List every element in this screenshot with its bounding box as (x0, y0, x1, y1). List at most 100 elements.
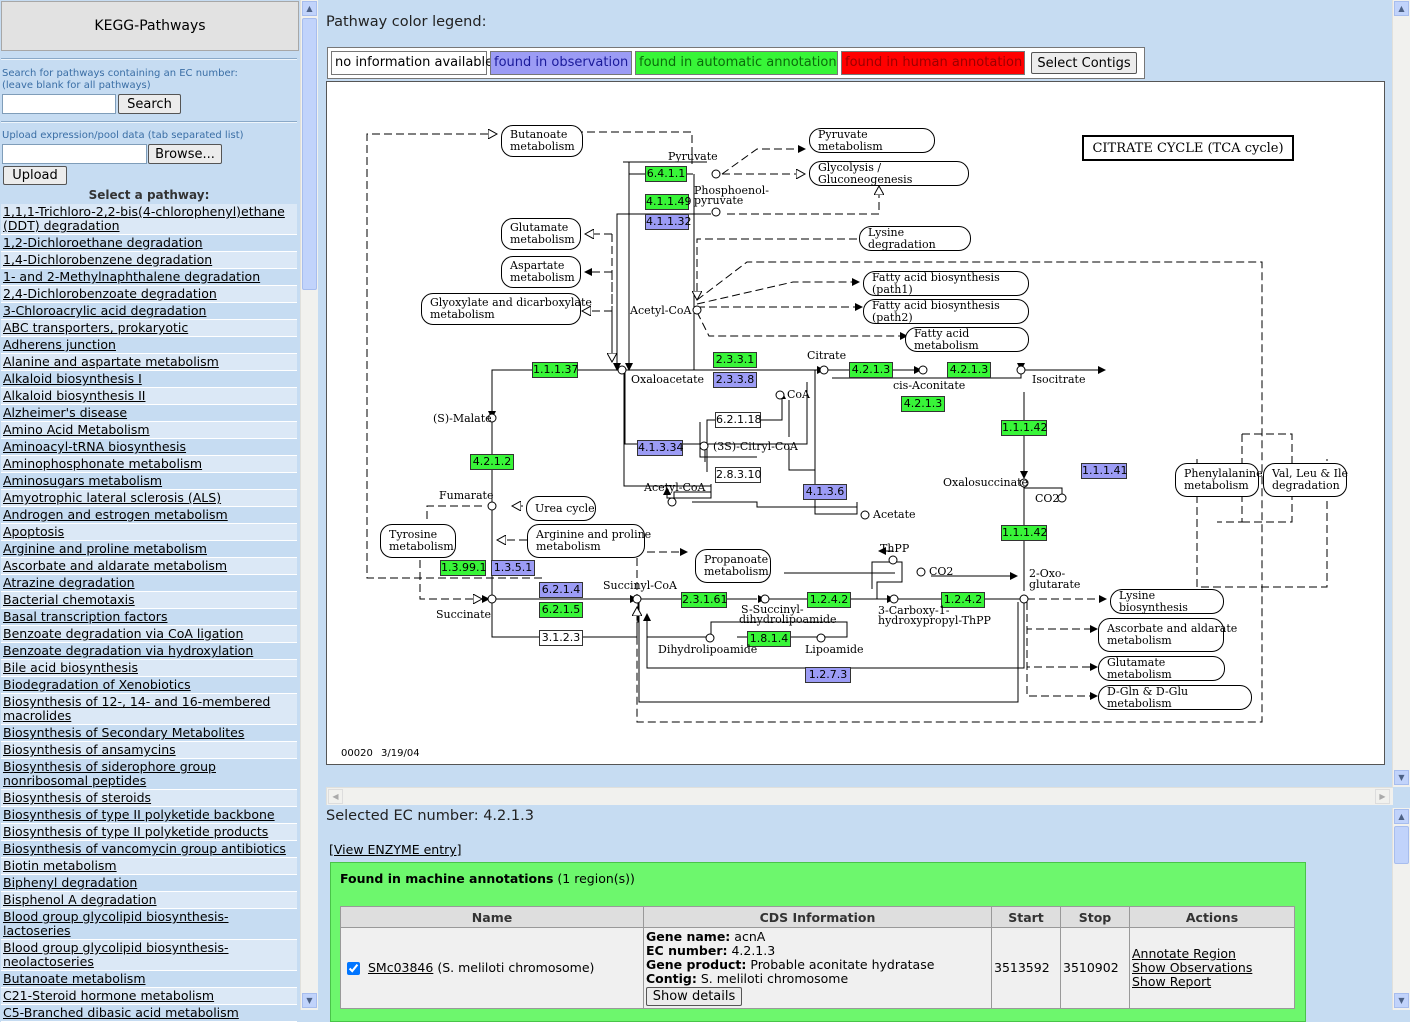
pathway-link[interactable]: Biotin metabolism (1, 858, 297, 875)
enzyme-box[interactable]: 1.2.4.2 (941, 592, 985, 608)
pathway-link[interactable]: 1,2-Dichloroethane degradation (1, 235, 297, 252)
enzyme-box[interactable]: 2.8.3.10 (715, 467, 762, 483)
enzyme-box[interactable]: 1.3.99.1 (440, 560, 487, 576)
pathway-link[interactable]: Bacterial chemotaxis (1, 592, 297, 609)
pathway-link-lysine-biosynthesis[interactable]: Lysine biosynthesis (1110, 589, 1224, 614)
scrollbar-thumb[interactable] (1394, 826, 1409, 864)
scroll-left-icon[interactable]: ◀ (328, 789, 343, 804)
ec-search-input[interactable] (2, 94, 116, 114)
scrollbar-thumb[interactable] (302, 18, 317, 290)
pathway-link[interactable]: Biosynthesis of type II polyketide produ… (1, 824, 297, 841)
pathway-link[interactable]: Alkaloid biosynthesis II (1, 388, 297, 405)
pathway-link[interactable]: Apoptosis (1, 524, 297, 541)
scroll-up-icon[interactable]: ▲ (1394, 809, 1409, 824)
pathway-link[interactable]: Arginine and proline metabolism (1, 541, 297, 558)
pathway-link[interactable]: Bile acid biosynthesis (1, 660, 297, 677)
pathway-link[interactable]: Biosynthesis of type II polyketide backb… (1, 807, 297, 824)
enzyme-box[interactable]: 6.2.1.4 (539, 582, 583, 598)
enzyme-box[interactable]: 1.2.7.3 (805, 667, 851, 683)
annotate-region-link[interactable]: Annotate Region (1132, 946, 1236, 961)
pathway-link-fatty-acid-metabolism[interactable]: Fatty acid metabolism (905, 327, 1029, 352)
pathway-link-butanoate[interactable]: Butanoate metabolism (501, 125, 583, 157)
pathway-link-urea-cycle[interactable]: Urea cycle (526, 496, 596, 521)
enzyme-box[interactable]: 1.1.1.42 (1001, 420, 1048, 436)
upload-file-input[interactable] (2, 144, 147, 164)
scroll-right-icon[interactable]: ▶ (1375, 789, 1390, 804)
pathway-link-lysine-degradation[interactable]: Lysine degradation (859, 226, 971, 251)
map-horizontal-scrollbar[interactable]: ◀ ▶ (326, 787, 1393, 805)
pathway-link-phenylalanine[interactable]: Phenylalanine metabolism (1175, 463, 1263, 497)
browse-button[interactable]: Browse... (148, 144, 222, 164)
pathway-link[interactable]: Alanine and aspartate metabolism (1, 354, 297, 371)
enzyme-box[interactable]: 1.8.1.4 (747, 631, 791, 647)
scroll-up-icon[interactable]: ▲ (1394, 1, 1409, 16)
scroll-down-icon[interactable]: ▼ (1394, 993, 1409, 1008)
pathway-link[interactable]: C5-Branched dibasic acid metabolism (1, 1005, 297, 1022)
pathway-link-pyruvate[interactable]: Pyruvate metabolism (809, 128, 935, 153)
enzyme-box[interactable]: 6.2.1.5 (539, 602, 583, 618)
enzyme-box[interactable]: 4.1.1.32 (645, 214, 692, 230)
pathway-link[interactable]: Alzheimer's disease (1, 405, 297, 422)
pathway-link-glutamate-2[interactable]: Glutamate metabolism (1098, 656, 1225, 681)
pathway-link[interactable]: 1,1,1-Trichloro-2,2-bis(4-chlorophenyl)e… (1, 204, 297, 235)
enzyme-box[interactable]: 1.1.1.37 (532, 362, 579, 378)
enzyme-box[interactable]: 3.1.2.3 (539, 630, 583, 646)
pathway-link[interactable]: Benzoate degradation via CoA ligation (1, 626, 297, 643)
pathway-link[interactable]: Biphenyl degradation (1, 875, 297, 892)
enzyme-box[interactable]: 4.1.3.6 (803, 484, 847, 500)
pathway-link[interactable]: Biosynthesis of vancomycin group antibio… (1, 841, 297, 858)
pathway-link[interactable]: Aminophosphonate metabolism (1, 456, 297, 473)
search-button[interactable]: Search (118, 94, 181, 114)
enzyme-box[interactable]: 4.1.3.34 (637, 440, 684, 456)
scroll-down-icon[interactable]: ▼ (1394, 770, 1409, 785)
view-enzyme-link[interactable]: [View ENZYME entry] (329, 842, 462, 857)
pathway-link-ascorbate[interactable]: Ascorbate and aldarate metabolism (1098, 618, 1237, 652)
pathway-link-glyoxylate[interactable]: Glyoxylate and dicarboxylate metabolism (421, 293, 592, 325)
pathway-link[interactable]: C21-Steroid hormone metabolism (1, 988, 297, 1005)
pathway-link[interactable]: Adherens junction (1, 337, 297, 354)
pathway-link[interactable]: Amyotrophic lateral sclerosis (ALS) (1, 490, 297, 507)
pathway-link-tyrosine[interactable]: Tyrosine metabolism (380, 524, 456, 558)
pathway-link[interactable]: 2,4-Dichlorobenzoate degradation (1, 286, 297, 303)
enzyme-box[interactable]: 4.1.1.49 (645, 194, 692, 210)
upload-button[interactable]: Upload (3, 166, 67, 185)
scroll-down-icon[interactable]: ▼ (302, 993, 317, 1008)
pathway-link[interactable]: Aminosugars metabolism (1, 473, 297, 490)
row-checkbox[interactable] (347, 962, 360, 975)
map-vertical-scrollbar[interactable]: ▲ ▼ (1392, 0, 1410, 787)
enzyme-box[interactable]: 4.2.1.3 (947, 362, 991, 378)
enzyme-box[interactable]: 1.1.1.42 (1001, 525, 1048, 541)
pathway-link-dgln-dglu[interactable]: D-Gln & D-Glu metabolism (1098, 685, 1252, 710)
enzyme-box[interactable]: 6.2.1.18 (715, 412, 762, 428)
pathway-link[interactable]: 1- and 2-Methylnaphthalene degradation (1, 269, 297, 286)
pathway-link[interactable]: Amino Acid Metabolism (1, 422, 297, 439)
pathway-link[interactable]: 3-Chloroacrylic acid degradation (1, 303, 297, 320)
pathway-link[interactable]: Biosynthesis of 12-, 14- and 16-membered… (1, 694, 297, 725)
select-contigs-button[interactable]: Select Contigs (1031, 52, 1137, 74)
pathway-link-aspartate[interactable]: Aspartate metabolism (501, 256, 581, 288)
show-report-link[interactable]: Show Report (1132, 974, 1212, 989)
pathway-link-fatty-acid-2[interactable]: Fatty acid biosynthesis (path2) (863, 299, 1029, 324)
pathway-link[interactable]: Androgen and estrogen metabolism (1, 507, 297, 524)
enzyme-box[interactable]: 1.2.4.2 (807, 592, 851, 608)
pathway-link[interactable]: Biosynthesis of steroids (1, 790, 297, 807)
enzyme-box[interactable]: 1.1.1.41 (1081, 463, 1128, 479)
pathway-link[interactable]: Biodegradation of Xenobiotics (1, 677, 297, 694)
pathway-link[interactable]: ABC transporters, prokaryotic (1, 320, 297, 337)
pathway-link-arginine-proline[interactable]: Arginine and proline metabolism (527, 524, 651, 558)
pathway-link[interactable]: Benzoate degradation via hydroxylation (1, 643, 297, 660)
enzyme-box[interactable]: 4.2.1.3 (901, 396, 945, 412)
pathway-link[interactable]: Butanoate metabolism (1, 971, 297, 988)
enzyme-box[interactable]: 4.2.1.3 (849, 362, 893, 378)
enzyme-box[interactable]: 1.3.5.1 (491, 560, 535, 576)
show-details-button[interactable]: Show details (646, 987, 742, 1006)
pathway-link[interactable]: Bisphenol A degradation (1, 892, 297, 909)
pathway-link-propanoate[interactable]: Propanoate metabolism (695, 549, 771, 583)
pathway-link[interactable]: Alkaloid biosynthesis I (1, 371, 297, 388)
enzyme-box[interactable]: 2.3.1.61 (681, 592, 728, 608)
enzyme-box[interactable]: 2.3.3.8 (713, 372, 757, 388)
gene-link[interactable]: SMc03846 (367, 960, 434, 975)
pathway-link[interactable]: Blood group glycolipid biosynthesis-neol… (1, 940, 297, 971)
enzyme-box[interactable]: 6.4.1.1 (645, 166, 687, 182)
pathway-link-glutamate[interactable]: Glutamate metabolism (501, 218, 581, 250)
